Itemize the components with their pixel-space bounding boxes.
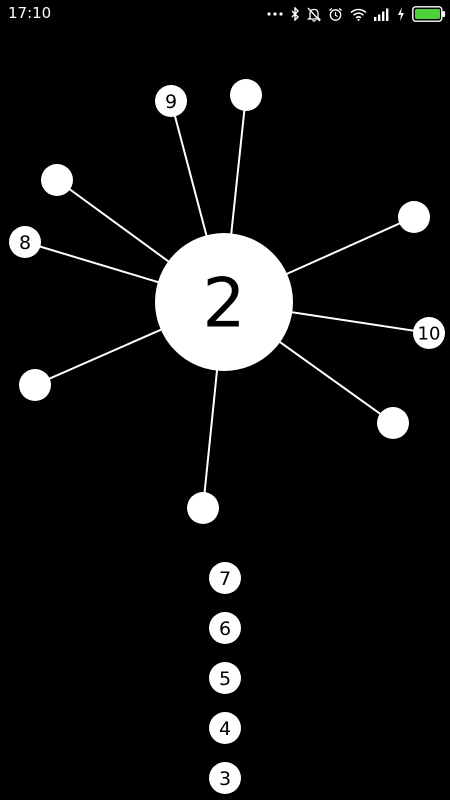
pinned-ball-blank [377, 407, 409, 439]
battery-icon [412, 6, 446, 22]
status-icons [267, 3, 446, 25]
queue-ball: 4 [209, 712, 241, 744]
pinned-ball [187, 492, 219, 524]
pinned-ball [413, 317, 445, 349]
center-target: 2 [155, 233, 293, 371]
pinned-ball [377, 407, 409, 439]
level-number: 2 [202, 265, 245, 344]
wifi-icon [350, 8, 367, 21]
queue-ball: 5 [209, 662, 241, 694]
pinned-ball [9, 226, 41, 258]
queue-ball: 3 [209, 762, 241, 794]
alarm-icon [328, 7, 343, 22]
queue-ball-label: 4 [219, 718, 231, 740]
more-dots-icon [267, 11, 283, 17]
pinned-ball-blank [187, 492, 219, 524]
pinned-ball-blank [19, 369, 51, 401]
pinned-ball [398, 201, 430, 233]
queue-ball-circle [209, 612, 241, 644]
pinned-ball [230, 79, 262, 111]
notifications-off-icon [307, 7, 321, 22]
ball-label: 8 [19, 232, 31, 254]
center-circle [155, 233, 293, 371]
ball-label: 9 [165, 91, 177, 113]
queue-ball: 6 [209, 612, 241, 644]
pinned-ball-9: 9 [155, 85, 187, 117]
queue-ball-label: 5 [219, 668, 231, 690]
pinned-ball-10: 10 [413, 317, 445, 349]
pinned-ball [19, 369, 51, 401]
pinned-ball-blank [230, 79, 262, 111]
charging-icon [397, 7, 405, 21]
queue-ball-circle[interactable] [209, 562, 241, 594]
queue-ball-circle [209, 712, 241, 744]
pinned-ball [41, 164, 73, 196]
pinned-ball [155, 85, 187, 117]
pinned-ball-blank [398, 201, 430, 233]
signal-icon [374, 8, 390, 21]
queue-ball-circle [209, 762, 241, 794]
bluetooth-icon [290, 7, 300, 21]
queue-ball-label: 3 [219, 768, 231, 790]
pinned-ball-blank [41, 164, 73, 196]
queue-ball-circle [209, 662, 241, 694]
status-bar: 17:10 [0, 0, 450, 28]
ball-queue[interactable]: 7 6 5 4 3 [209, 562, 241, 794]
pinned-ball-8: 8 [9, 226, 41, 258]
queue-ball-label: 6 [219, 618, 231, 640]
queue-ball-label: 7 [219, 568, 231, 590]
queue-ball[interactable]: 7 [209, 562, 241, 594]
battery-level [415, 9, 440, 19]
ball-label: 10 [418, 324, 441, 345]
status-time: 17:10 [8, 4, 52, 22]
